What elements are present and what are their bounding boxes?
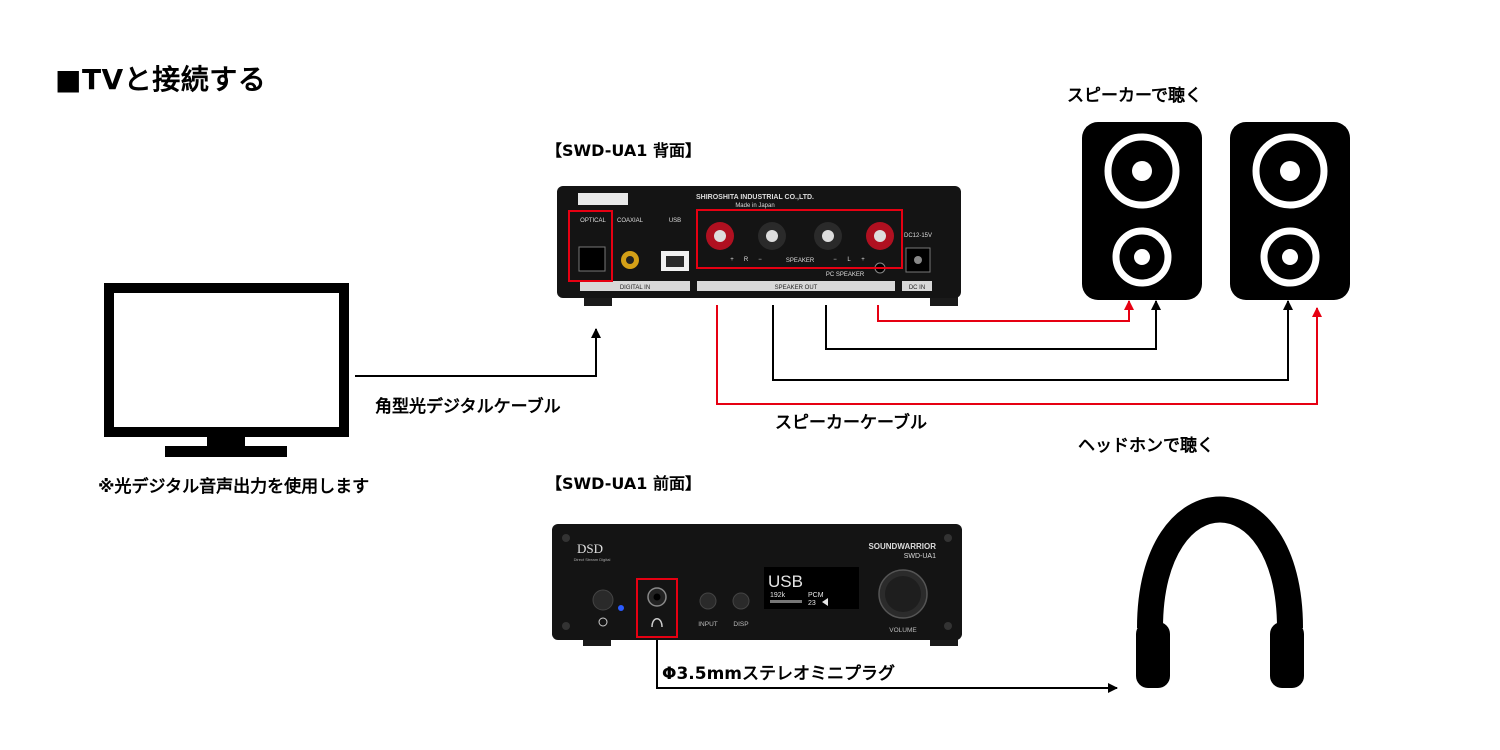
speaker-left-icon	[1082, 122, 1202, 300]
speaker-cable-label: スピーカーケーブル	[775, 413, 927, 433]
dc-rating-text: DC12-15V	[904, 233, 932, 239]
r-text: R	[744, 257, 749, 263]
plus-r-text: +	[730, 257, 734, 263]
headphone-jack-highlight-box	[636, 578, 678, 638]
optical-highlight-box	[568, 210, 613, 282]
plus-l-text: +	[861, 257, 865, 263]
display-volume-text: 23	[808, 600, 816, 607]
volume-label-text: VOLUME	[889, 627, 917, 634]
display-format-text: PCM	[808, 592, 824, 599]
optical-cable-line	[355, 328, 601, 377]
speaker-text: SPEAKER	[786, 258, 815, 264]
front-panel-header: 【SWD-UA1 前面】	[546, 474, 701, 493]
rear-maker-text: SHIROSHITA INDUSTRIAL CO.,LTD.	[696, 194, 814, 201]
plug-label: Φ3.5mmステレオミニプラグ	[662, 664, 895, 684]
speaker-heading: スピーカーで聴く	[1067, 86, 1202, 106]
model-text: SWD-UA1	[904, 553, 936, 560]
front-panel-device: DSD Direct Stream Digital SOUNDWARRIOR S…	[552, 524, 962, 646]
optical-text: OPTICAL	[580, 218, 606, 224]
rear-panel-header: 【SWD-UA1 背面】	[546, 141, 701, 160]
optical-cable-label: 角型光デジタルケーブル	[375, 397, 561, 417]
disp-label-text: DISP	[733, 621, 748, 628]
usb-text: USB	[669, 218, 681, 224]
pc-speaker-text: PC SPEAKER	[826, 272, 865, 278]
brand-text: SOUNDWARRIOR	[868, 542, 936, 551]
speaker-terminal-highlight-box	[696, 209, 903, 269]
headphone-cable-line	[656, 640, 1118, 693]
rear-panel-device: SHIROSHITA INDUSTRIAL CO.,LTD. Made in J…	[557, 186, 961, 306]
tv-icon	[104, 283, 349, 457]
input-label-text: INPUT	[698, 621, 718, 628]
headphone-heading: ヘッドホンで聴く	[1078, 436, 1214, 456]
page-title: ■TVと接続する	[55, 63, 267, 96]
speaker-right-icon	[1230, 122, 1350, 300]
speaker-out-text: SPEAKER OUT	[775, 285, 818, 291]
rear-made-in-text: Made in Japan	[735, 203, 774, 209]
tv-note: ※光デジタル音声出力を使用します	[98, 477, 370, 497]
digital-in-text: DIGITAL IN	[620, 285, 650, 291]
minus-l-text: −	[833, 257, 837, 263]
headphones-icon	[1136, 496, 1304, 688]
dsd-logo-text: DSD	[577, 541, 603, 556]
display-rate-text: 192k	[770, 592, 786, 599]
l-text: L	[847, 257, 851, 263]
minus-r-text: −	[758, 257, 762, 263]
speaker-cables	[716, 300, 1322, 405]
dsd-sub-text: Direct Stream Digital	[574, 557, 611, 562]
dc-in-text: DC IN	[909, 285, 925, 291]
coaxial-text: COAXIAL	[617, 218, 644, 224]
display-source-text: USB	[768, 572, 803, 591]
